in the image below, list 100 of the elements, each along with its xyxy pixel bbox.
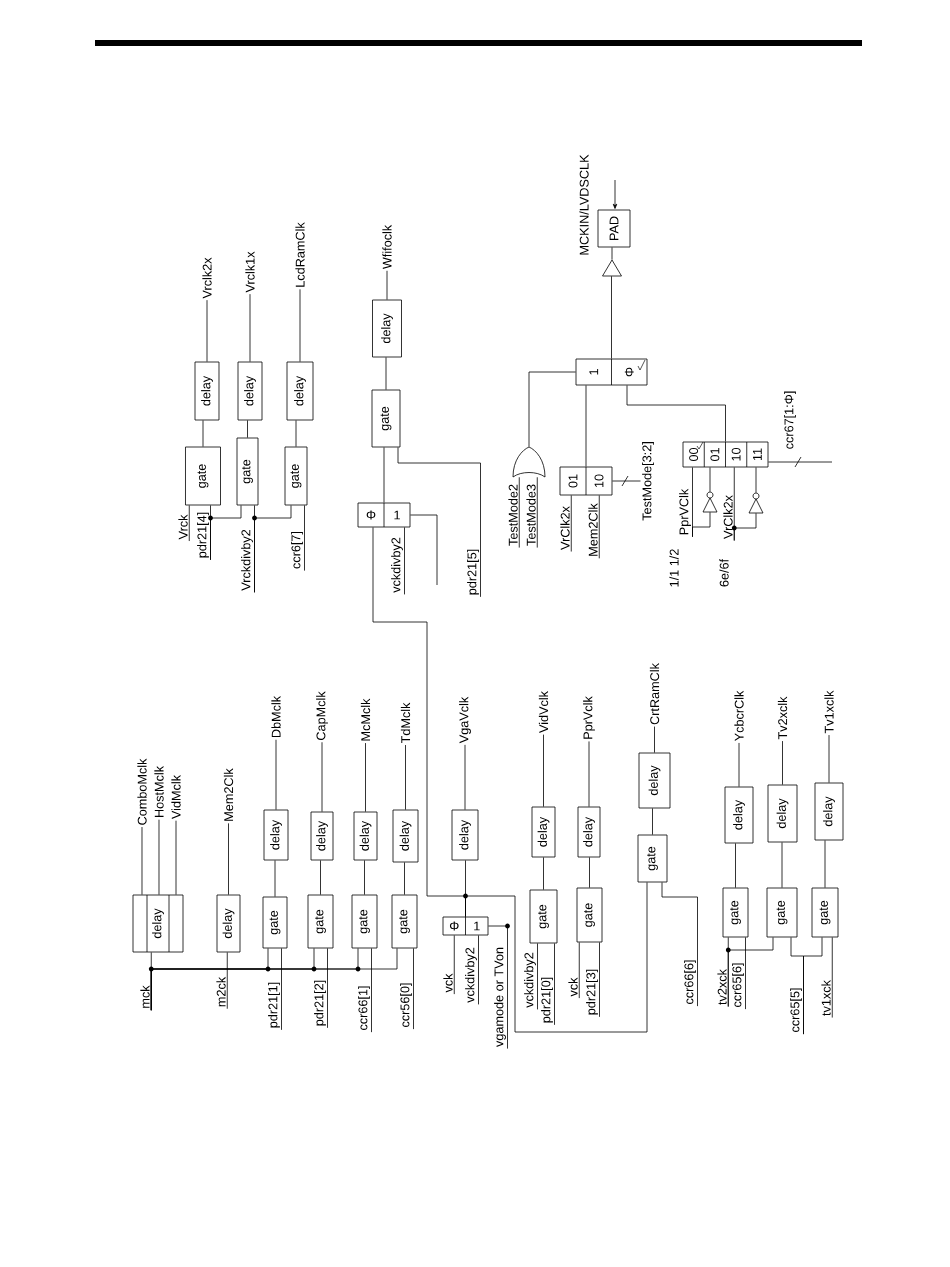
signal-label: PprVclk (583, 696, 595, 739)
wire (536, 476, 538, 548)
note-text: 6e/6f (719, 558, 729, 587)
signal-label: vck (568, 977, 578, 997)
delay-box: delay (451, 809, 479, 861)
wire (518, 476, 520, 548)
gate-box: gate (371, 389, 401, 448)
wire (210, 505, 242, 561)
gate-box: gate (284, 446, 308, 506)
note-text: 1/1 1/2 (669, 549, 679, 587)
signal-label: DbMclk (271, 695, 281, 738)
inverter-symbol (702, 491, 718, 513)
pad-box: PAD (597, 209, 631, 248)
signal-label: TestMode[3:2] (642, 442, 654, 521)
delay-box: delay (724, 786, 754, 844)
signal-label: ccr66[6] (684, 960, 696, 1004)
wire (175, 820, 177, 895)
signal-label: McMclk (360, 698, 371, 741)
mux-box: Φ 1 (442, 916, 489, 936)
signal-label: ccr66[1] (358, 986, 370, 1030)
delay-box: delay (132, 894, 184, 953)
wire (453, 935, 455, 995)
signal-label: ccr6[7] (291, 531, 303, 569)
signal-label: Vrckdivby2 (241, 529, 253, 591)
wire (611, 247, 613, 261)
wire (537, 943, 538, 1010)
wire (735, 843, 736, 888)
wire (254, 505, 292, 593)
gate-box: gate (351, 894, 378, 949)
mux-box: Φ 1 (357, 502, 411, 528)
wire (782, 740, 783, 785)
mux-box: 01 10 (559, 466, 613, 496)
wire (578, 942, 580, 999)
wire (383, 447, 385, 503)
signal-label: pdr21[5] (467, 549, 479, 595)
wire (397, 447, 481, 598)
wire (554, 943, 555, 1026)
delay-box: delay (577, 806, 601, 858)
wire (327, 948, 328, 1029)
signal-label: pdr21[1] (268, 982, 280, 1028)
signal-label: ComboMclk (137, 758, 147, 825)
signal-label: TestMode2 (508, 484, 518, 546)
signal-label: ccr65[6] (732, 963, 744, 1007)
signal-label: PprVClk (679, 488, 691, 535)
signal-label: Tv2xclk (777, 696, 788, 740)
wire (410, 514, 438, 586)
wire (299, 288, 301, 362)
signal-label: vckdivby2 (524, 952, 536, 1008)
wire (228, 822, 229, 895)
gate-box: gate (185, 446, 221, 506)
mux-box: 00 01 10 11 (682, 441, 769, 468)
delay-box: delay (286, 361, 314, 421)
signal-label: VidMclk (171, 774, 181, 819)
wire (755, 467, 757, 494)
signal-label: CrtRamClk (649, 663, 660, 725)
signal-label: Wfifoclk (382, 224, 392, 270)
wire (598, 495, 600, 559)
wire (528, 371, 576, 448)
wire (828, 734, 830, 783)
wire (158, 819, 160, 895)
wire (405, 744, 406, 810)
delay-box: delay (263, 809, 289, 861)
signal-label: vckdivby2 (465, 947, 477, 1003)
signal-label: LcdRamClk (295, 222, 305, 287)
signal-label: vckdivby2 (391, 537, 403, 593)
gate-box: gate (637, 834, 668, 883)
wire (570, 495, 572, 552)
pin-label: MCKIN/LVDSCLK (579, 154, 589, 255)
mux-box: 1 Φ (575, 358, 648, 386)
gate-box: gate (811, 887, 839, 938)
wire (768, 461, 833, 463)
signal-label: mck (140, 985, 150, 1008)
wire (404, 862, 405, 895)
wire (738, 742, 740, 787)
signal-label: Mem2Clk (223, 768, 234, 821)
signal-label: ccr56[0] (400, 983, 412, 1027)
delay-box: delay (310, 811, 334, 861)
wire (281, 948, 282, 1031)
signal-label: pdr21[3] (586, 969, 598, 1015)
wire (249, 293, 251, 362)
wire (585, 385, 587, 467)
or-gate-symbol (512, 446, 546, 478)
wire (727, 937, 774, 1007)
signal-label: YcbcrClk (734, 690, 744, 742)
delay-box: delay (814, 782, 844, 841)
wire (543, 857, 544, 890)
signal-label: pdr21[0] (541, 977, 553, 1023)
gate-box: gate (576, 887, 603, 943)
wire (478, 935, 479, 1005)
signal-label: pdr21[4] (197, 512, 209, 558)
signal-label: tv2xck (717, 969, 727, 1005)
signal-label: TestMode3 (526, 484, 536, 546)
wire (803, 937, 823, 1035)
wire (385, 357, 387, 390)
wire (274, 860, 276, 897)
delay-box: delay (638, 752, 671, 809)
signal-label: tv1xck (821, 980, 831, 1016)
signal-label: pdr21[2] (314, 980, 326, 1026)
wire (543, 734, 544, 807)
wire (202, 420, 204, 447)
